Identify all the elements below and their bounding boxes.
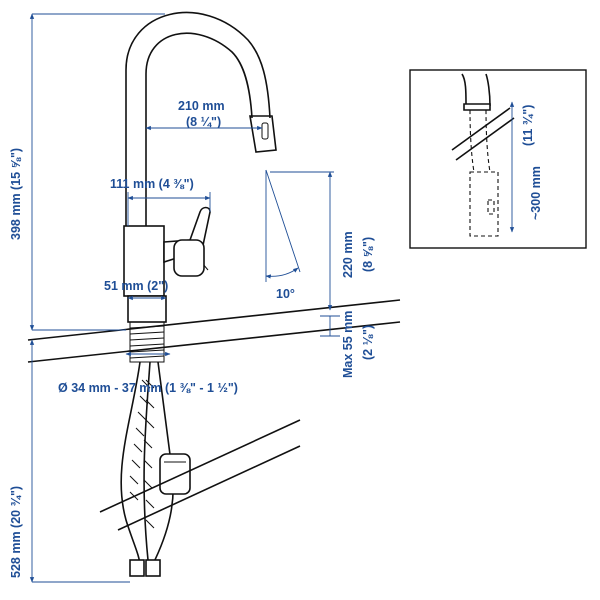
inset-break-line-1 [451,107,511,151]
label-hose-length: 528 mm (20 ¾") [9,486,23,578]
base-ring [127,295,167,323]
threaded-shank [129,321,165,363]
inset-spray-button-dashed [487,199,495,215]
inset-hose-left [461,73,467,105]
label-max-thickness-in: (2 ⅛") [361,325,375,360]
inset-hose-dashed-right [485,109,491,173]
shank-threads [129,325,165,359]
label-spout-height-mm: 220 mm [341,231,355,278]
label-hole-diameter: Ø 34 mm - 37 mm (1 ⅜" - 1 ½") [58,381,238,395]
inset-spout-end [463,103,491,111]
lever-cartridge [173,239,205,277]
label-max-thickness-mm: Max 55 mm [341,311,355,378]
label-spout-reach-mm: 210 mm [178,99,225,113]
cabinet-wall-line [99,419,301,513]
label-base-diameter: 51 mm (2") [104,279,168,293]
dim-angle-arc [265,267,299,279]
spray-head [249,115,277,153]
inset-spray-head-dashed [469,171,499,237]
label-spout-height-in: (8 ⅝") [361,237,375,272]
dim-angle-tilted [265,169,301,273]
dimension-lines [29,13,340,583]
connector-right [145,559,161,577]
countertop-bottom-edge [27,321,401,363]
label-spout-reach-in: (8 ¼") [186,115,221,129]
spout-outer-outline [125,11,271,226]
label-total-height: 398 mm (15 ⅝") [9,148,23,240]
label-angle: 10° [276,287,295,301]
inset-break-line-2 [455,117,515,161]
label-lever-width: 111 mm (4 ⅜") [110,177,194,191]
label-pullout-in: (11 ¾") [521,105,535,146]
cabinet-wall-line-2 [117,445,301,531]
connector-left [129,559,145,577]
hose-middle [143,361,151,561]
label-pullout-mm: ~300 mm [529,166,543,220]
inset-hose-dashed-left [469,109,475,173]
hose-weight [159,453,191,495]
faucet-drawing [27,11,401,577]
hose-left [120,361,141,567]
spray-button [261,122,269,140]
countertop-top-edge [27,299,401,341]
spout-inner-outline [145,32,253,226]
inset-frame [409,69,587,249]
pullout-inset [409,69,587,249]
dimension-labels: 398 mm (15 ⅝") 528 mm (20 ¾") 210 mm (8 … [9,99,543,578]
inset-hose-right [485,73,491,107]
